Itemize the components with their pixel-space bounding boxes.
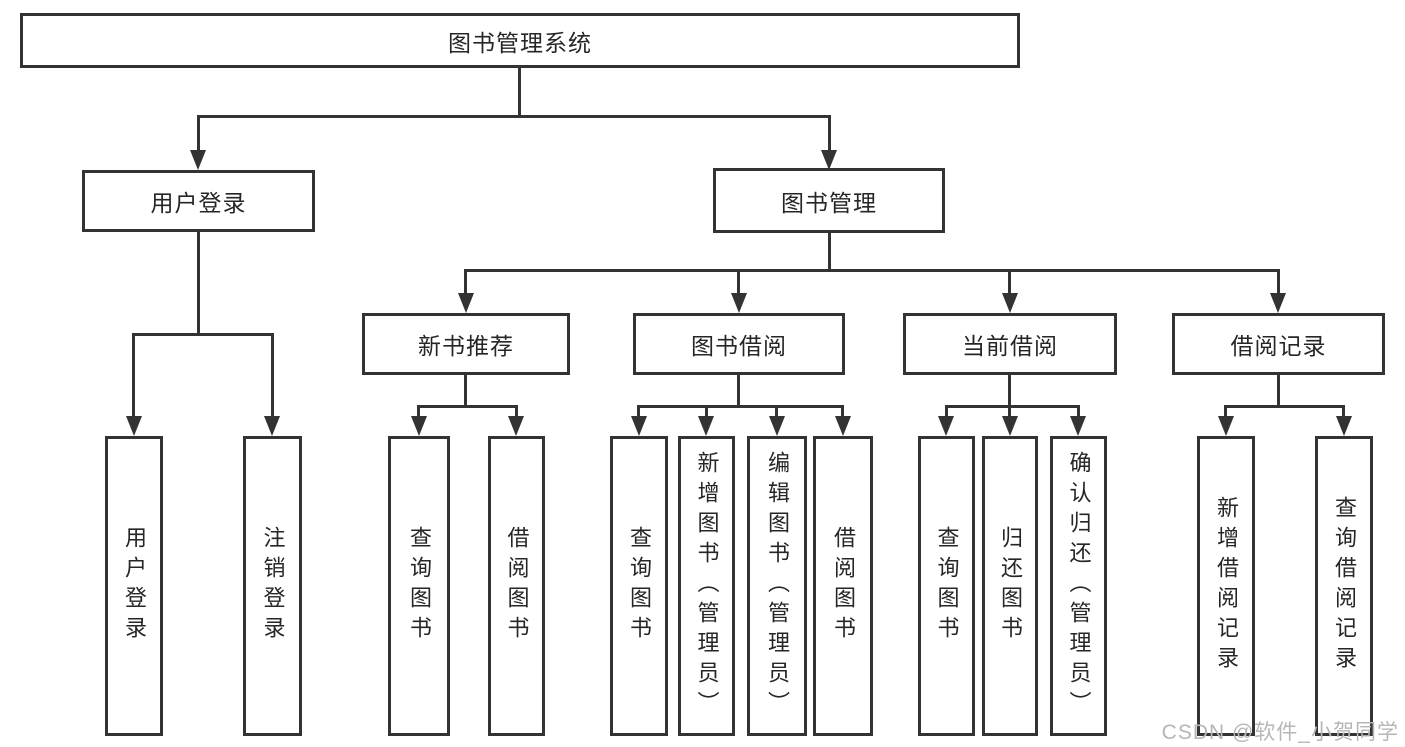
connector-line <box>637 405 640 418</box>
arrow-down <box>126 416 142 436</box>
connector-line <box>1224 405 1227 418</box>
connector-line <box>197 232 200 335</box>
arrow-down <box>938 416 954 436</box>
arrow-down <box>821 150 837 170</box>
node-label: 确认归还（管理员） <box>1066 451 1092 721</box>
node-edit-book-admin: 编辑图书（管理员） <box>747 436 807 736</box>
connector-line <box>1226 405 1344 408</box>
connector-line <box>737 269 740 295</box>
node-label: 借阅图书 <box>831 526 856 646</box>
node-query-book-current: 查询图书 <box>918 436 975 736</box>
node-logout-leaf: 注销登录 <box>243 436 302 736</box>
node-label: 编辑图书（管理员） <box>765 451 790 721</box>
node-label: 借阅记录 <box>1230 333 1327 359</box>
node-book-management: 图书管理 <box>713 168 945 233</box>
connector-line <box>775 405 778 418</box>
node-label: 用户登录 <box>122 526 147 646</box>
arrow-down <box>1218 416 1234 436</box>
node-label: 图书借阅 <box>691 333 787 359</box>
connector-line <box>828 233 831 272</box>
connector-line <box>1277 375 1280 408</box>
connector-line <box>1077 405 1080 418</box>
arrow-down <box>1336 416 1352 436</box>
connector-line <box>197 115 200 152</box>
node-label: 新增借阅记录 <box>1214 496 1239 676</box>
connector-line <box>1342 405 1345 418</box>
connector-line <box>417 405 420 418</box>
arrow-down <box>1270 293 1286 313</box>
connector-line <box>464 375 467 408</box>
csdn-watermark: CSDN @软件_小贺同学 <box>1161 721 1399 744</box>
node-library-system: 图书管理系统 <box>20 13 1020 68</box>
connector-line <box>1008 405 1011 418</box>
node-label: 当前借阅 <box>962 333 1058 359</box>
node-borrow-book-recommend: 借阅图书 <box>488 436 545 736</box>
node-current-borrowing: 当前借阅 <box>903 313 1117 375</box>
node-label: 归还图书 <box>998 526 1023 646</box>
connector-line <box>464 269 467 295</box>
node-query-borrow-record: 查询借阅记录 <box>1315 436 1373 736</box>
arrow-down <box>1070 416 1086 436</box>
connector-line <box>197 115 830 118</box>
connector-line <box>132 333 135 416</box>
connector-line <box>1008 269 1011 295</box>
node-query-book-borrowing: 查询图书 <box>610 436 668 736</box>
connector-line <box>737 375 740 408</box>
arrow-down <box>835 416 851 436</box>
node-label: 注销登录 <box>260 526 286 646</box>
node-borrow-book: 借阅图书 <box>813 436 873 736</box>
connector-line <box>271 333 274 416</box>
connector-line <box>1008 375 1011 408</box>
node-label: 新书推荐 <box>418 333 514 359</box>
arrow-down <box>769 416 785 436</box>
connector-line <box>828 115 831 152</box>
arrow-down <box>698 416 714 436</box>
node-query-book-recommend: 查询图书 <box>388 436 450 736</box>
node-borrow-records: 借阅记录 <box>1172 313 1385 375</box>
node-user-login-leaf: 用户登录 <box>105 436 163 736</box>
arrow-down <box>508 416 524 436</box>
node-label: 用户登录 <box>150 190 247 216</box>
arrow-down <box>631 416 647 436</box>
node-label: 查询图书 <box>407 526 432 646</box>
node-label: 查询图书 <box>934 526 960 646</box>
connector-line <box>133 333 274 336</box>
arrow-down <box>731 293 747 313</box>
connector-line <box>1277 269 1280 295</box>
arrow-down <box>190 150 206 170</box>
node-book-borrowing: 图书借阅 <box>633 313 845 375</box>
node-label: 图书管理系统 <box>448 29 592 56</box>
node-user-login: 用户登录 <box>82 170 315 232</box>
node-label: 查询图书 <box>627 526 652 646</box>
node-return-book: 归还图书 <box>982 436 1038 736</box>
node-add-borrow-record: 新增借阅记录 <box>1197 436 1255 736</box>
node-label: 新增图书（管理员） <box>694 451 720 721</box>
node-label: 借阅图书 <box>504 526 530 646</box>
connector-line <box>515 405 518 418</box>
node-label: 查询借阅记录 <box>1332 496 1357 676</box>
connector-line <box>945 405 948 418</box>
connector-line <box>419 405 517 408</box>
arrow-down <box>458 293 474 313</box>
node-label: 图书管理 <box>781 189 877 216</box>
arrow-down <box>411 416 427 436</box>
node-new-book-recommend: 新书推荐 <box>362 313 570 375</box>
node-add-book-admin: 新增图书（管理员） <box>678 436 735 736</box>
arrow-down <box>1002 293 1018 313</box>
arrow-down <box>264 416 280 436</box>
connector-line <box>705 405 708 418</box>
connector-line <box>518 68 521 118</box>
connector-line <box>639 405 843 408</box>
connector-line <box>465 269 1280 272</box>
connector-line <box>841 405 844 418</box>
connector-line <box>946 405 1079 408</box>
arrow-down <box>1002 416 1018 436</box>
node-confirm-return-admin: 确认归还（管理员） <box>1050 436 1107 736</box>
